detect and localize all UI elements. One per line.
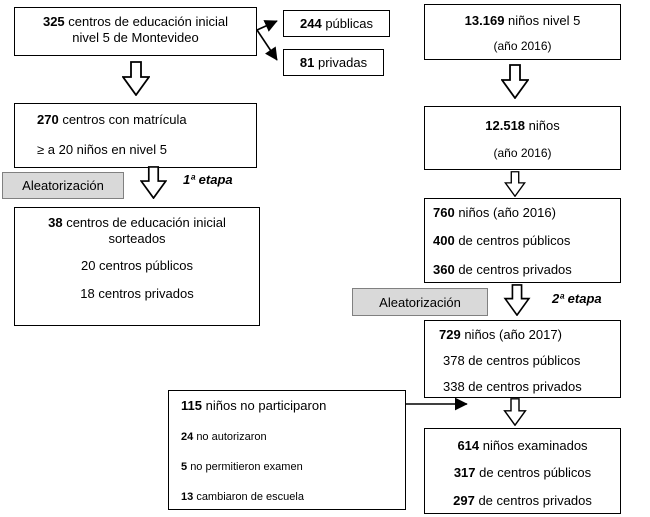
box-ninos-sorteados: 760 niños (año 2016) 400 de centros públ… — [424, 198, 621, 283]
value: 317 — [453, 465, 476, 480]
text-line: 38 centros de educación inicial — [15, 215, 259, 231]
text-line: 297 de centros privados — [425, 493, 620, 509]
label: niños (año 2016) — [458, 205, 556, 220]
text-line: (año 2016) — [493, 39, 552, 53]
box-publicas: 244 públicas — [283, 10, 390, 37]
box-centros-total: 325 centros de educación inicial nivel 5… — [14, 7, 257, 56]
text-line: 378 de centros públicos — [443, 353, 581, 368]
down-arrow-icon — [503, 284, 531, 316]
value: 13.169 — [464, 13, 505, 28]
etapa-2-label: 2ª etapa — [552, 291, 602, 306]
label: centros de educación inicial — [66, 215, 226, 230]
text-line: sorteados — [108, 231, 166, 246]
label: no autorizaron — [196, 431, 267, 443]
text-line: 360 de centros privados — [433, 262, 616, 278]
box-ninos-2017: 729 niños (año 2017) 378 de centros públ… — [424, 320, 621, 398]
text-line: 115 niños no participaron — [181, 398, 401, 414]
down-arrow-icon — [122, 61, 150, 96]
value: 297 — [453, 493, 475, 508]
value: 115 — [181, 398, 202, 413]
value: 24 — [181, 431, 194, 443]
down-arrow-icon — [140, 166, 167, 199]
label: Aleatorización — [22, 178, 104, 193]
label: niños no participaron — [205, 398, 327, 413]
value: 325 — [42, 14, 65, 29]
branch-arrow-publicas — [256, 20, 278, 32]
text-line: ≥ a 20 niños en nivel 5 — [37, 142, 167, 157]
label: Aleatorización — [379, 294, 461, 310]
label: de centros públicos — [479, 465, 592, 480]
value: 614 — [457, 438, 480, 453]
value: 760 — [433, 205, 455, 220]
box-sorteados: 38 centros de educación inicial sorteado… — [14, 207, 260, 326]
box-matricula: 270 centros con matrícula ≥ a 20 niños e… — [14, 103, 257, 168]
value: 81 — [299, 54, 315, 70]
text-line: (año 2016) — [493, 146, 552, 160]
label: niños nivel 5 — [508, 13, 581, 28]
text-line: 13 cambiaron de escuela — [181, 490, 401, 504]
text-line: 5 no permitieron examen — [181, 460, 401, 474]
text-line: nivel 5 de Montevideo — [72, 30, 199, 45]
text-line: 729 niños (año 2017) — [439, 327, 616, 343]
aleatorizacion-label-1: Aleatorización — [2, 172, 124, 199]
text-line: 24 no autorizaron — [181, 430, 401, 444]
label: de centros privados — [458, 262, 572, 277]
label: niños examinados — [482, 438, 588, 453]
box-ninos-total: 13.169 niños nivel 5 (año 2016) — [424, 4, 621, 60]
down-arrow-icon — [503, 398, 527, 426]
branch-arrow-privadas — [256, 29, 278, 61]
text-line: 244 públicas — [300, 16, 373, 32]
down-arrow-icon — [504, 171, 526, 197]
label: de centros públicos — [458, 233, 571, 248]
box-ninos-matricula: 12.518 niños (año 2016) — [424, 106, 621, 170]
etapa-1-label: 1ª etapa — [183, 172, 233, 187]
value: 270 — [37, 112, 59, 127]
value: 244 — [299, 15, 322, 31]
value: 400 — [433, 233, 455, 248]
aleatorizacion-label-2: Aleatorización — [352, 288, 488, 316]
text-line: 338 de centros privados — [443, 379, 582, 394]
value: 12.518 — [485, 118, 526, 133]
text-line: 270 centros con matrícula — [37, 112, 250, 128]
text-line: 13.169 niños nivel 5 — [425, 13, 620, 29]
label: cambiaron de escuela — [196, 491, 304, 503]
value: 38 — [48, 215, 63, 230]
value: 360 — [433, 262, 455, 277]
text-line: 12.518 niños — [425, 118, 620, 134]
label: no permitieron examen — [190, 461, 303, 473]
text-line: 20 centros públicos — [80, 258, 193, 273]
label: públicas — [325, 15, 374, 31]
label: centros con matrícula — [62, 112, 187, 127]
box-privadas: 81 privadas — [283, 49, 384, 76]
box-examinados: 614 niños examinados 317 de centros públ… — [424, 428, 621, 514]
text-line: 317 de centros públicos — [425, 465, 620, 481]
label: de centros privados — [478, 493, 592, 508]
text-line: 18 centros privados — [80, 286, 194, 301]
value: 5 — [181, 461, 188, 473]
label: centros de educación inicial — [68, 14, 229, 29]
text-line: 400 de centros públicos — [433, 233, 616, 249]
text-line: 760 niños (año 2016) — [433, 205, 616, 221]
text-line: 325 centros de educación inicial — [15, 14, 256, 30]
label: privadas — [317, 54, 368, 70]
down-arrow-icon — [501, 64, 529, 99]
label: niños (año 2017) — [464, 327, 562, 342]
value: 729 — [439, 327, 461, 342]
box-no-participaron: 115 niños no participaron 24 no autoriza… — [168, 390, 406, 510]
text-line: 81 privadas — [300, 55, 367, 71]
label: niños — [528, 118, 560, 133]
value: 13 — [181, 491, 194, 503]
text-line: 614 niños examinados — [425, 438, 620, 454]
